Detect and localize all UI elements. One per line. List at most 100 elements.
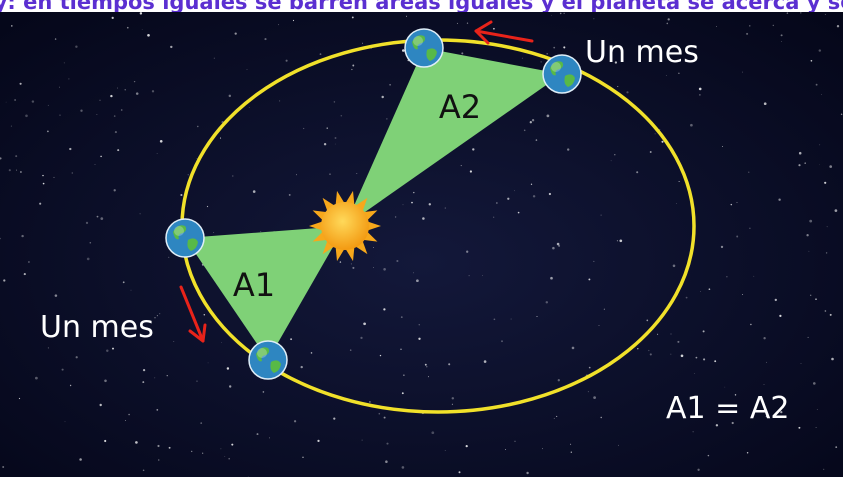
star (69, 147, 72, 151)
star (804, 162, 806, 164)
star (200, 422, 203, 424)
star (104, 439, 107, 443)
star (373, 267, 374, 268)
star (690, 123, 693, 127)
star (715, 424, 719, 427)
area-label-a1: A1 (233, 266, 275, 304)
star (556, 242, 560, 246)
star (256, 433, 259, 436)
star (124, 89, 126, 91)
star (587, 391, 589, 393)
star (187, 174, 189, 176)
star (25, 114, 28, 118)
star (695, 356, 698, 359)
star (224, 456, 226, 458)
star (529, 121, 532, 124)
star (285, 59, 288, 62)
star (614, 154, 616, 156)
star (18, 397, 21, 400)
star (303, 127, 305, 130)
star (570, 451, 572, 453)
star (835, 446, 838, 448)
area-label-a2: A2 (439, 88, 481, 126)
star (703, 358, 706, 361)
star (219, 137, 222, 139)
star (3, 279, 6, 282)
star (293, 420, 297, 423)
star (418, 337, 421, 340)
star (104, 379, 107, 383)
star (168, 256, 170, 259)
star (106, 349, 109, 352)
star (59, 114, 61, 116)
star (117, 149, 120, 152)
star (139, 12, 143, 15)
star (557, 379, 560, 382)
star (815, 298, 817, 301)
star (89, 242, 92, 244)
star (779, 314, 782, 318)
star (809, 219, 813, 223)
star (821, 94, 823, 96)
star (818, 49, 822, 52)
star (746, 32, 749, 35)
star (819, 164, 820, 166)
star (111, 16, 114, 20)
star (693, 373, 695, 375)
star (100, 217, 104, 220)
star (815, 426, 817, 429)
star (113, 115, 116, 117)
star (428, 203, 431, 206)
star (570, 443, 572, 445)
star (117, 87, 118, 89)
star (742, 71, 744, 73)
star (154, 377, 156, 379)
star (264, 38, 267, 41)
star (483, 360, 487, 363)
star (402, 204, 404, 206)
star (507, 197, 510, 200)
star (120, 109, 123, 111)
star (567, 148, 570, 151)
star (64, 421, 66, 423)
star (836, 25, 840, 28)
star (196, 380, 198, 382)
interval-label-top: Un mes (585, 35, 699, 70)
star (61, 368, 64, 371)
star (228, 457, 230, 460)
star (824, 181, 827, 184)
star (798, 426, 801, 429)
star (618, 444, 619, 446)
star (465, 444, 468, 448)
star (400, 316, 403, 318)
star (206, 205, 209, 208)
star (290, 338, 293, 341)
star (10, 125, 12, 127)
star (349, 349, 352, 351)
star (156, 409, 159, 411)
star (510, 318, 512, 320)
star (505, 448, 506, 450)
star (21, 234, 24, 238)
star (736, 235, 739, 238)
star (42, 182, 45, 185)
star (339, 261, 342, 263)
star (558, 244, 561, 247)
star (369, 401, 371, 403)
star (680, 354, 684, 358)
star (363, 322, 366, 326)
star (317, 439, 320, 443)
star (292, 19, 295, 22)
star (278, 24, 280, 26)
star (197, 125, 199, 128)
star (646, 319, 649, 322)
star (203, 314, 206, 316)
star (350, 263, 352, 265)
star (54, 38, 57, 40)
star (798, 151, 802, 155)
star (23, 273, 26, 276)
star (714, 360, 717, 363)
star (334, 137, 337, 139)
star (156, 153, 158, 154)
star (730, 203, 733, 206)
